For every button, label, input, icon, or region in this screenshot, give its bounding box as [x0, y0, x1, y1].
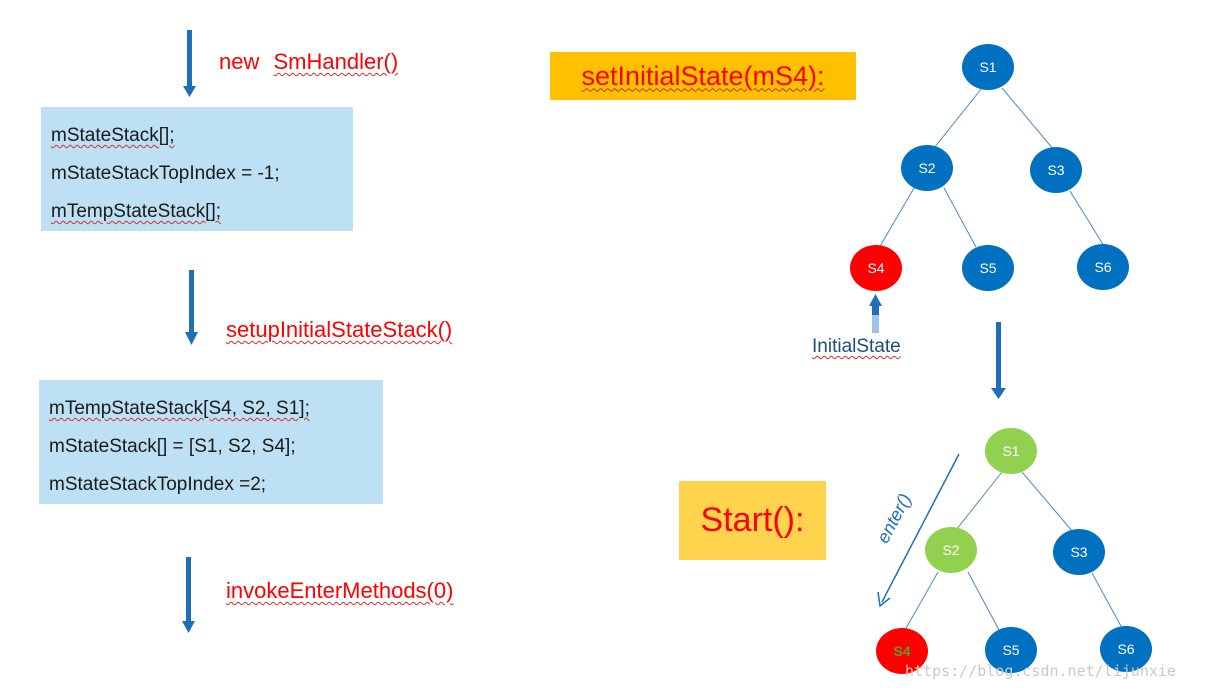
- top-node-s4-label: S4: [867, 260, 884, 276]
- state-stack-box: mTempStateStack[S4, S2, S1]; mStateStack…: [39, 380, 383, 504]
- set-initial-state-label: setInitialState(mS4):: [550, 52, 856, 100]
- top-node-s4: [850, 245, 902, 291]
- top-node-s3-label: S3: [1047, 162, 1064, 178]
- between-trees-arrow: [991, 322, 1006, 399]
- top-node-s5-label: S5: [979, 260, 996, 276]
- top-node-s3: [1030, 147, 1082, 193]
- bottom-node-s1: [985, 428, 1037, 474]
- initial-state-arrow: [869, 294, 882, 333]
- top-node-s2-label: S2: [918, 160, 935, 176]
- bottom-node-s6-label: S6: [1117, 641, 1134, 657]
- bottom-node-s3-label: S3: [1070, 544, 1087, 560]
- top-node-s5: [962, 245, 1014, 291]
- initial-state-label: InitialState: [812, 336, 901, 357]
- left-flow-arrows: [182, 30, 198, 633]
- bottom-node-s2: [925, 527, 977, 573]
- bottom-node-s5-label: S5: [1002, 642, 1019, 658]
- bottom-node-s3: [1053, 529, 1105, 575]
- bottom-tree-edges: [904, 471, 1123, 631]
- top-tree-nodes: S1 S2 S3 S4 S5 S6: [850, 44, 1129, 291]
- box1-line-3: mTempStateStack[];: [51, 201, 222, 222]
- top-tree-edges: [878, 87, 1105, 249]
- bottom-tree-nodes: S1 S2 S3 S4 S5 S6: [876, 428, 1152, 674]
- top-node-s2: [901, 145, 953, 191]
- start-label: Start():: [679, 481, 826, 560]
- top-node-s6: [1077, 244, 1129, 290]
- state-trees: S1 S2 S3 S4 S5 S6 S1 S2: [850, 44, 1152, 674]
- bottom-node-s4: [876, 628, 928, 674]
- enter-arrow: [877, 453, 960, 608]
- top-node-s1-label: S1: [979, 59, 996, 75]
- smhandler-call: SmHandler(): [273, 49, 399, 74]
- top-node-s1: [962, 44, 1014, 90]
- initial-fields-box: mStateStack[]; mStateStackTopIndex = -1;…: [41, 107, 353, 231]
- watermark: https://blog.csdn.net/lijunxie: [905, 662, 1176, 680]
- box2-line-3: mStateStackTopIndex =2;: [49, 474, 267, 495]
- bottom-node-s1-label: S1: [1002, 443, 1019, 459]
- bottom-node-s4-label: S4: [893, 643, 910, 659]
- box2-line-2: mStateStack[] = [S1, S2, S4];: [49, 436, 296, 457]
- invoke-enter-methods-label: invokeEnterMethods(0): [226, 578, 454, 603]
- top-node-s6-label: S6: [1094, 259, 1111, 275]
- setup-initial-state-stack-label: setupInitialStateStack(): [226, 317, 453, 342]
- bottom-node-s2-label: S2: [942, 542, 959, 558]
- bottom-node-s5: [985, 627, 1037, 673]
- box1-line-2: mStateStackTopIndex = -1;: [51, 163, 280, 184]
- bottom-node-s6: [1100, 626, 1152, 672]
- box1-line-1: mStateStack[];: [51, 125, 175, 146]
- new-keyword: new: [219, 49, 260, 74]
- box2-line-1: mTempStateStack[S4, S2, S1];: [49, 398, 310, 419]
- new-smhandler-label: new SmHandler(): [219, 49, 398, 75]
